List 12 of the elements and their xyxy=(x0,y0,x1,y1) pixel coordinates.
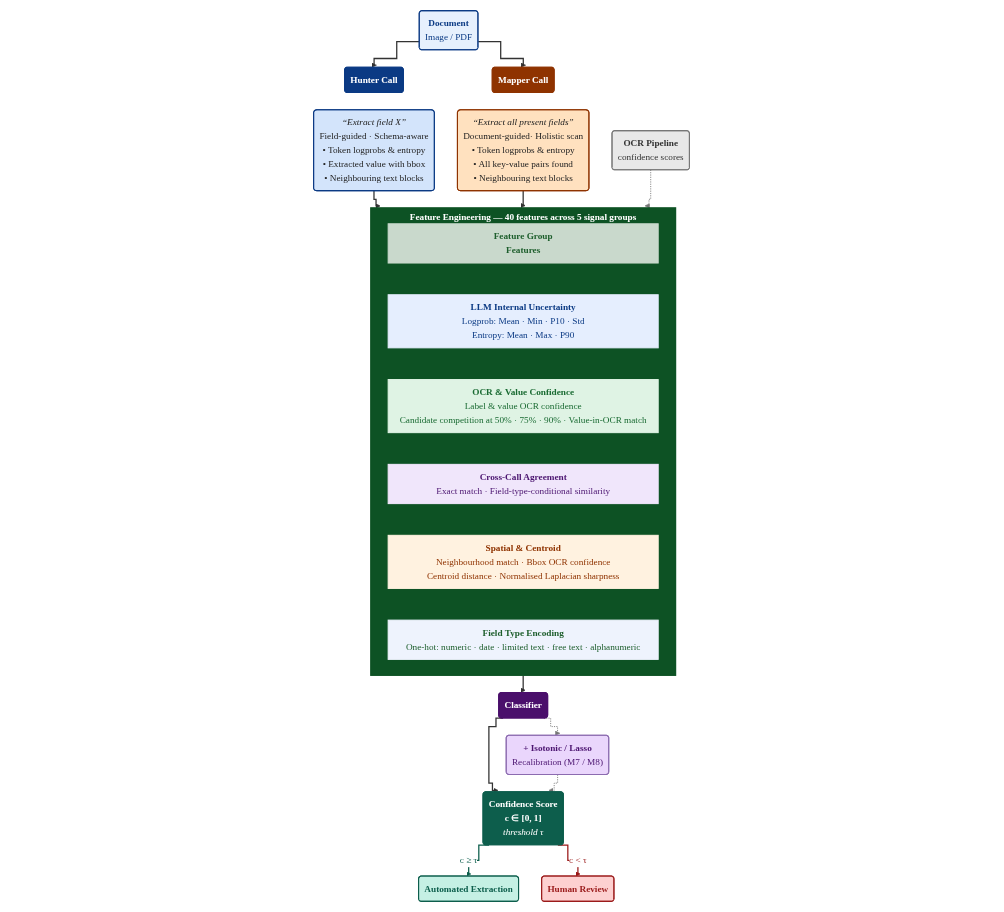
arrow xyxy=(373,190,382,209)
node-box: Feature Group Features xyxy=(388,223,660,264)
node-box: OCR & Value Confidence Label & value OCR confidence Candidate competition at 50% · 75% · 90% · Value-in-OCR match xyxy=(388,379,660,434)
arrow xyxy=(478,41,527,68)
node-box: Spatial & Centroid Neighbourhood match · Bbox OCR confidence Centroid distance · Normalised Laplacian sharpness xyxy=(388,534,660,589)
node-box: Field Type Encoding One-hot: numeric · date · limited text · free text · alphanumeric xyxy=(388,619,660,660)
node-box: LLM Internal Uncertainty Logprob: Mean · Min · P10 · Std Entropy: Mean · Max · P90 xyxy=(388,294,660,349)
arrow xyxy=(521,674,527,693)
edge-label: c < τ xyxy=(569,855,588,866)
arrow xyxy=(521,190,527,209)
node-box: Cross-Call Agreement Exact match · Field-type-conditional similarity xyxy=(388,463,660,505)
edge-label: c ≥ τ xyxy=(460,855,478,866)
